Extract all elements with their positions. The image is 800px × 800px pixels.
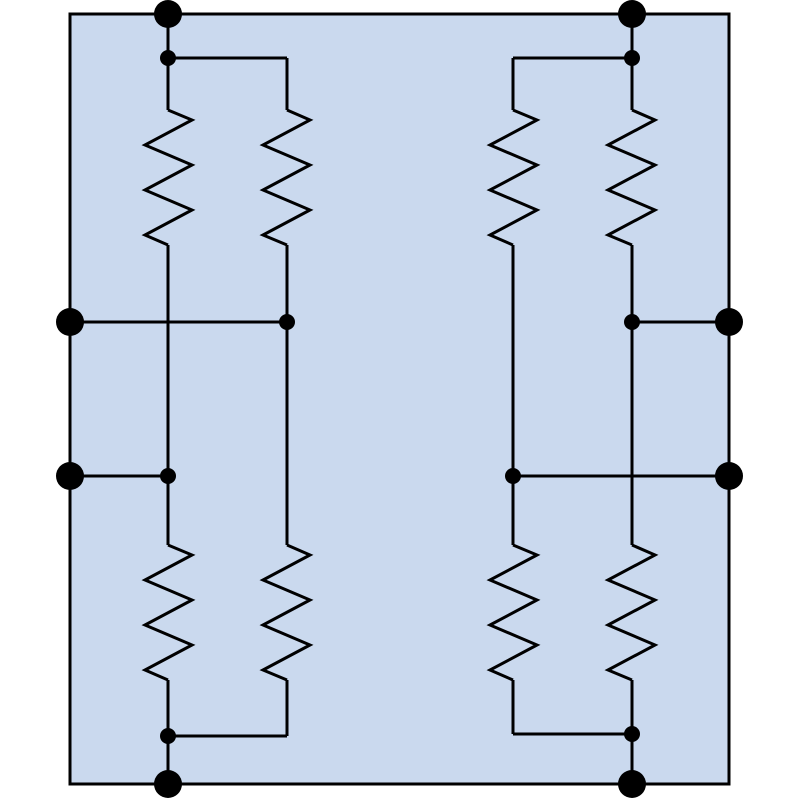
terminal-node — [154, 0, 182, 28]
terminal-node — [56, 462, 84, 490]
resistor-top-right-inner — [486, 108, 541, 247]
resistor-top-left-outer — [141, 108, 196, 247]
resistor-bottom-left-inner — [259, 543, 314, 682]
terminal-node — [56, 308, 84, 336]
junction-dot — [624, 50, 640, 66]
terminal-node — [618, 0, 646, 28]
resistor-bottom-right-inner — [486, 543, 541, 682]
junction-dot — [279, 314, 295, 330]
junction-dot — [624, 314, 640, 330]
resistor-top-right-outer — [604, 108, 659, 247]
board-panel — [68, 12, 731, 786]
junction-dot — [505, 468, 521, 484]
resistor-bottom-left-outer — [141, 543, 196, 682]
junction-dot — [160, 50, 176, 66]
resistor-bottom-right-outer — [604, 543, 659, 682]
junction-dot — [160, 728, 176, 744]
terminal-node — [618, 770, 646, 798]
terminal-node — [715, 308, 743, 336]
terminal-node — [154, 770, 182, 798]
terminal-node — [715, 462, 743, 490]
resistor-top-left-inner — [259, 108, 314, 247]
junction-dot — [624, 726, 640, 742]
junction-dot — [160, 468, 176, 484]
